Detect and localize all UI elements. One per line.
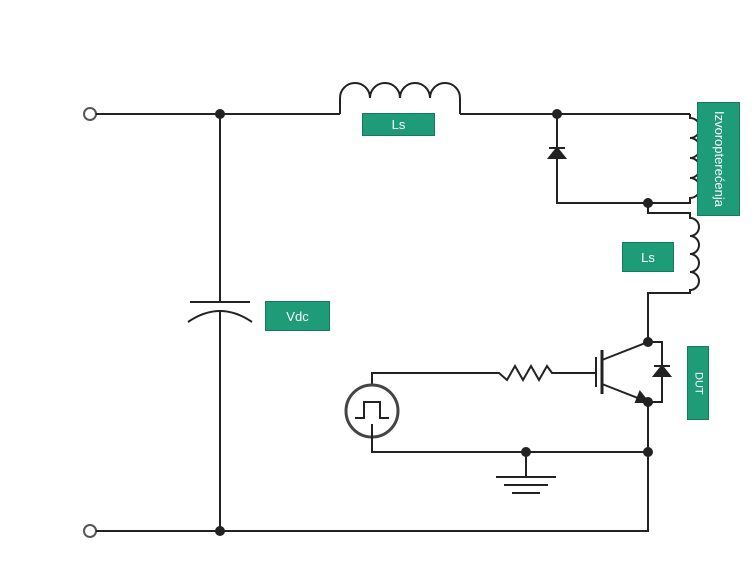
label-vdc: Vdc — [265, 301, 330, 331]
diode-branch-wire-bottom — [556, 158, 648, 204]
ground-icon — [496, 452, 556, 494]
dc-terminal-top — [83, 107, 97, 121]
label-ls-top: Ls — [362, 113, 435, 136]
pulse-source-symbol — [355, 401, 389, 419]
label-load-source-line2: opterećenja — [711, 139, 727, 208]
stray-inductor — [647, 203, 700, 342]
bus-capacitor-plate-bottom — [187, 310, 253, 323]
label-load-source: Izvor opterećenja — [697, 102, 740, 216]
label-load-source-line1: Izvor — [711, 110, 727, 140]
antiparallel-diode — [651, 364, 673, 377]
freewheel-diode — [546, 146, 568, 159]
bottom-bus-wire — [96, 450, 649, 532]
antiparallel-diode-wire — [648, 341, 663, 366]
source-return-wire — [371, 424, 648, 453]
load-inductor — [648, 114, 701, 204]
series-inductor-top — [339, 82, 461, 114]
gate-resistor — [371, 363, 557, 398]
label-ls-stray: Ls — [622, 242, 674, 272]
label-dut: DUT — [687, 346, 709, 420]
dc-terminal-bottom — [83, 524, 97, 538]
igbt-collector — [601, 341, 649, 361]
antiparallel-diode-wire-bottom — [647, 376, 663, 452]
